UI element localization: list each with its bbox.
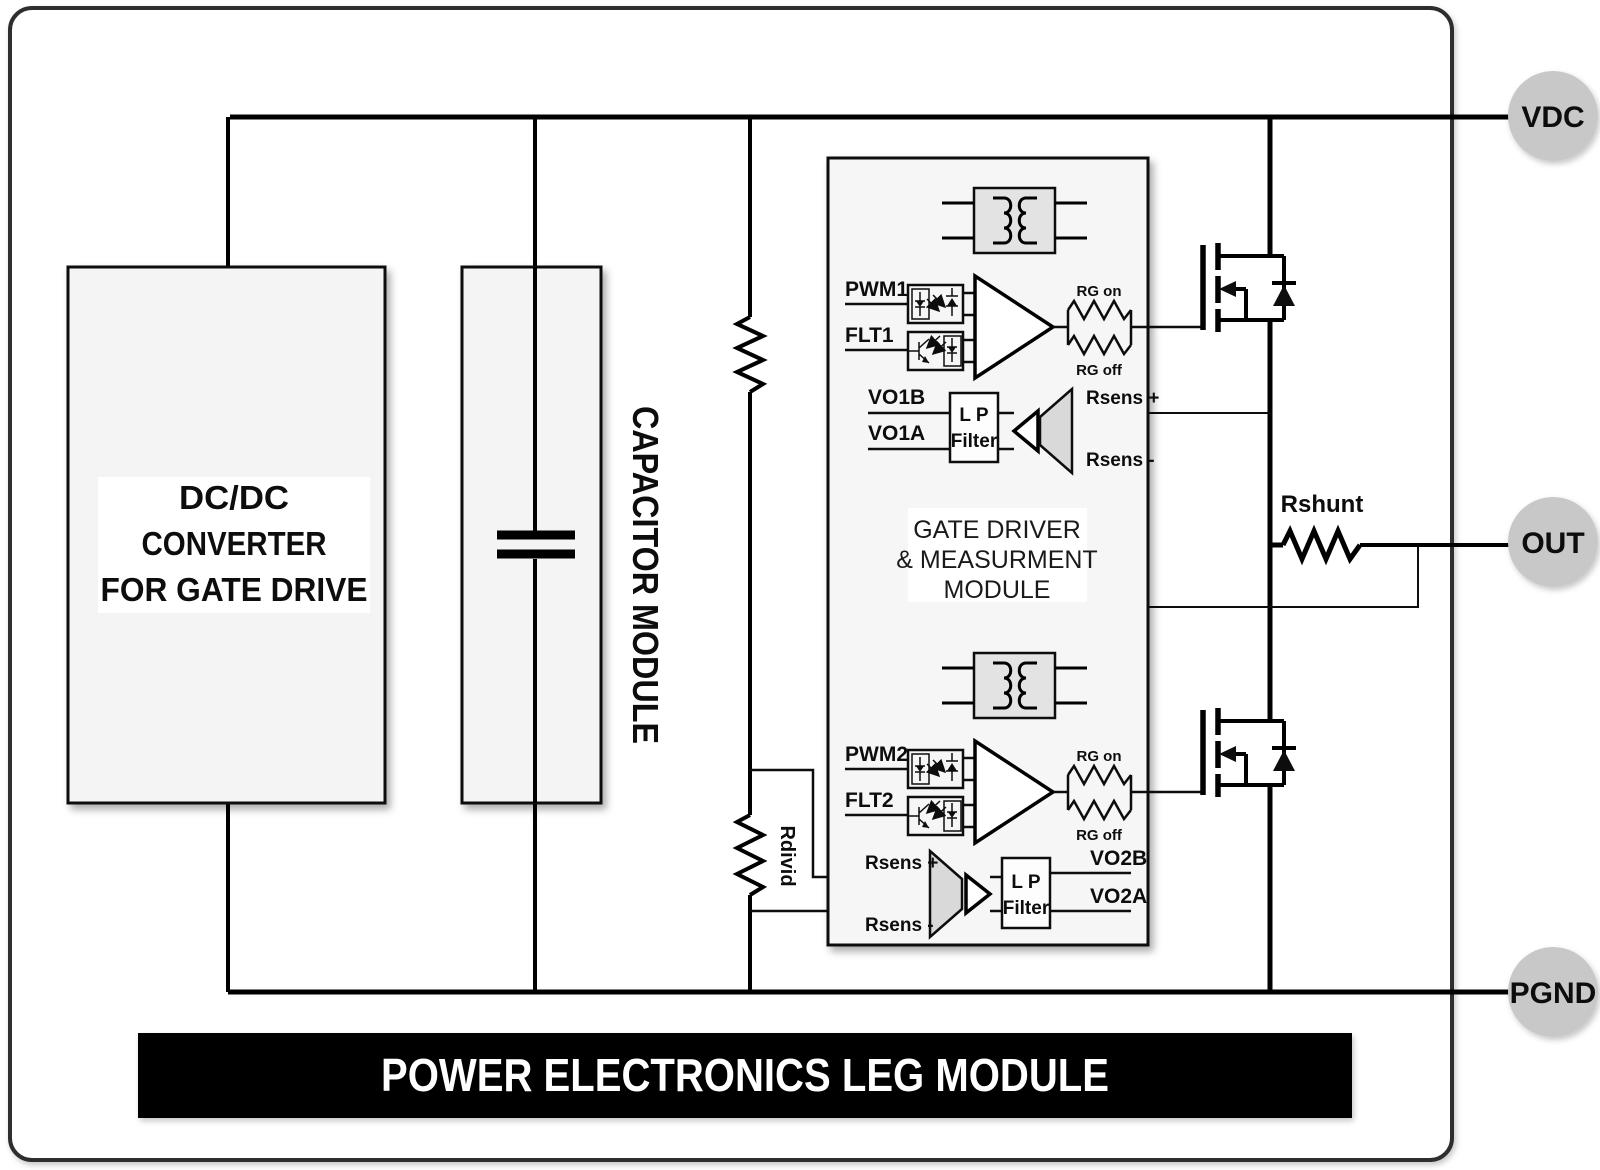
pwm1-label: PWM1	[845, 278, 908, 301]
dcdc-label-line1: DC/DC	[179, 479, 289, 516]
gate-driver-module-block: PWM1 FLT1 RG on RG off VO1B VO1A L P Fil…	[826, 156, 1203, 947]
flt2-label: FLT2	[845, 789, 894, 812]
divider-resistor-top	[732, 315, 768, 394]
rdivid-label: Rdivid	[776, 825, 798, 886]
isolator-triangle-bottom	[964, 871, 993, 917]
rsens-plus-bottom-label: Rsens +	[865, 853, 938, 874]
rg-on-bottom-label: RG on	[1077, 748, 1122, 765]
capacitor-module-label: CAPACITOR MODULE	[625, 406, 666, 744]
rg-on-top-label: RG on	[1077, 283, 1122, 300]
vdc-terminal-label: VDC	[1521, 101, 1584, 134]
rshunt-resistor	[1280, 524, 1363, 566]
sense-amplifier-top	[1038, 386, 1074, 476]
gate-driver-label-strip	[908, 508, 1087, 602]
lp-filter-top-line1: L P	[959, 405, 989, 426]
bottom-measurement-channel: L P Filter Rsens + Rsens - VO2B VO2A	[865, 847, 1147, 940]
vo1a-label: VO1A	[868, 422, 925, 445]
lp-filter-top-line2: Filter	[951, 431, 998, 452]
gate-driver-label-line3: MODULE	[944, 576, 1051, 604]
dcdc-converter-block: DC/DC CONVERTER FOR GATE DRIVE	[66, 265, 387, 805]
out-terminal-circle	[1508, 497, 1598, 587]
rdivid-resistor	[732, 813, 768, 897]
pwm2-label: PWM2	[845, 743, 908, 766]
capacitor-symbol	[497, 530, 575, 559]
rg-off-bottom-label: RG off	[1076, 827, 1123, 844]
rg-off-top-label: RG off	[1076, 362, 1123, 379]
divider-resistors: Rdivid	[732, 315, 798, 897]
terminal-vdc: VDC	[1508, 71, 1598, 161]
dcdc-label-line3: FOR GATE DRIVE	[101, 571, 368, 608]
vo2a-label: VO2A	[1090, 885, 1147, 908]
banner-background	[138, 1033, 1352, 1118]
sense-amplifier-bottom	[928, 848, 964, 940]
isolator-triangle-top	[1011, 407, 1040, 455]
capacitor-module-block: CAPACITOR MODULE	[460, 265, 666, 805]
out-terminal-label: OUT	[1521, 527, 1584, 560]
vo1b-label: VO1B	[868, 386, 925, 409]
dcdc-label-strip	[98, 477, 370, 613]
pgnd-terminal-circle	[1508, 947, 1598, 1037]
lp-filter-bottom-line2: Filter	[1003, 898, 1050, 919]
vo2b-label: VO2B	[1090, 847, 1147, 870]
terminal-out: OUT	[1508, 497, 1598, 587]
lp-filter-bottom-box	[1000, 856, 1052, 930]
lp-filter-bottom-line1: L P	[1011, 872, 1041, 893]
lp-filter-top-box	[948, 391, 1000, 464]
banner-title: POWER ELECTRONICS LEG MODULE	[381, 1049, 1109, 1101]
rshunt-label: Rshunt	[1281, 491, 1364, 518]
terminal-pgnd: PGND	[1508, 947, 1598, 1037]
gate-driver-label-line1: GATE DRIVER	[913, 516, 1081, 544]
flt1-label: FLT1	[845, 324, 894, 347]
top-measurement-channel: VO1B VO1A L P Filter Rsens + Rsens -	[868, 386, 1159, 476]
banner: POWER ELECTRONICS LEG MODULE	[138, 1033, 1352, 1118]
rsens-minus-top-label: Rsens -	[1086, 450, 1155, 471]
rsens-plus-top-label: Rsens +	[1086, 388, 1159, 409]
pgnd-terminal-label: PGND	[1510, 977, 1597, 1010]
gate-driver-label-line2: & MEASURMENT	[896, 546, 1097, 574]
vdc-terminal-circle	[1508, 71, 1598, 161]
dcdc-label-line2: CONVERTER	[142, 525, 327, 562]
rsens-minus-bottom-label: Rsens -	[865, 915, 934, 936]
rshunt-group: Rshunt	[1280, 491, 1364, 566]
